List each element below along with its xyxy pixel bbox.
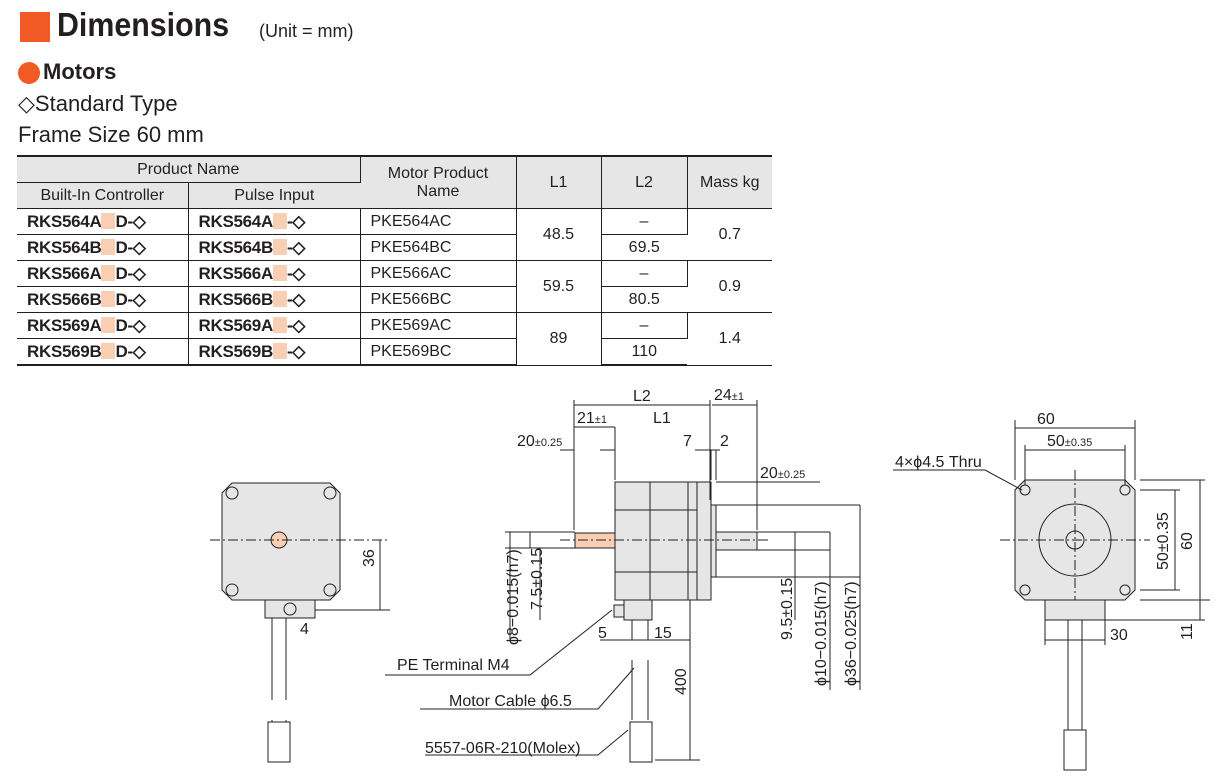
dim-5: 5: [598, 625, 607, 642]
l2-value: 80.5: [601, 286, 687, 313]
pulse-model: RKS564B-◇: [188, 234, 361, 261]
l2-value: –: [601, 208, 688, 235]
l2-value: –: [601, 312, 688, 339]
type-heading: ◇Standard Type: [18, 91, 178, 116]
frame-size: Frame Size 60 mm: [18, 122, 204, 147]
dim-60: 60: [1037, 411, 1055, 428]
pulse-model: RKS569A-◇: [188, 312, 361, 339]
dim-L2: L2: [633, 388, 651, 405]
mass-value: 0.9: [687, 260, 772, 313]
dim-50: 50±0.35: [1047, 433, 1092, 450]
l1-value: 59.5: [516, 260, 602, 313]
page-title: Dimensions: [57, 6, 230, 43]
header-mass: Mass kg: [687, 155, 772, 209]
label-pe-terminal: PE Terminal M4: [397, 657, 510, 674]
dim-15: 15: [654, 625, 672, 642]
dim-v60: 60: [1179, 532, 1196, 550]
header-pulse: Pulse Input: [188, 182, 360, 209]
dim-7-5: 7.5±0.15: [529, 548, 546, 610]
header-built-in: Built-In Controller: [17, 182, 189, 209]
dim-11: 11: [1179, 623, 1196, 640]
label-connector: 5557-06R-210(Molex): [425, 740, 581, 757]
dim-30: 30: [1110, 627, 1128, 644]
dim-v50: 50±0.35: [1155, 512, 1172, 570]
l2-value: –: [601, 260, 688, 287]
mass-value: 0.7: [687, 208, 772, 261]
title-square-icon: [20, 12, 50, 42]
dim-phi8: ϕ8−0.015(h7): [505, 549, 522, 645]
dim-9-5: 9.5±0.15: [779, 578, 796, 640]
dim-2: 2: [720, 433, 729, 450]
dim-20-front: 20±0.25: [760, 465, 805, 482]
motor-name: PKE564AC: [360, 208, 517, 235]
rear-view-drawing: 36 4: [210, 482, 390, 763]
pulse-model: RKS566A-◇: [188, 260, 361, 287]
dim-4: 4: [300, 621, 309, 638]
dim-phi36: ϕ36−0.025(h7): [843, 581, 860, 686]
header-product-name: Product Name: [17, 155, 361, 183]
header-l2: L2: [601, 155, 688, 209]
dim-phi10: ϕ10−0.015(h7): [813, 581, 830, 686]
dim-20-rear: 20±0.25: [517, 433, 562, 450]
label-holes: 4×ϕ4.5 Thru: [895, 454, 982, 471]
unit-note: (Unit = mm): [259, 21, 354, 41]
dim-24: 24±1: [714, 387, 744, 404]
motor-name: PKE566AC: [360, 260, 517, 287]
mass-value: 1.4: [687, 312, 772, 366]
front-view-drawing: 60 50±0.35 4×ϕ4.5 Thru 50±0.35 60 30 11: [893, 411, 1210, 771]
section-heading: Motors: [43, 59, 117, 84]
dim-L1: L1: [653, 410, 671, 427]
motor-name: PKE569BC: [360, 338, 517, 366]
motor-name: PKE569AC: [360, 312, 517, 339]
dim-21: 21±1: [577, 410, 607, 427]
dim-36: 36: [361, 549, 378, 567]
dim-7: 7: [683, 433, 692, 450]
header-l1: L1: [516, 155, 602, 209]
label-motor-cable: Motor Cable ϕ6.5: [449, 693, 572, 710]
bullet-circle-icon: [18, 62, 40, 84]
dim-400: 400: [673, 668, 690, 695]
pulse-model: RKS569B-◇: [188, 338, 361, 366]
side-view-drawing: L2 24±1 21±1 L1 20±0.25 7 2 20±0.25 ϕ8−0…: [385, 387, 861, 763]
l1-value: 89: [516, 312, 602, 366]
l2-value: 110: [601, 338, 687, 366]
